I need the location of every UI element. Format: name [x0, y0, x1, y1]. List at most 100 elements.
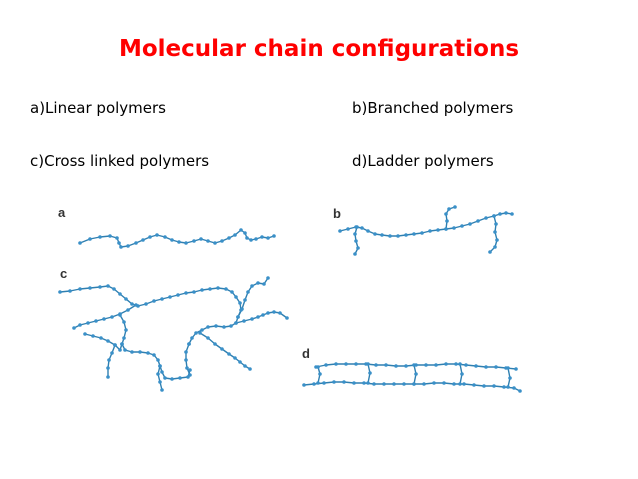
- monomer-bead: [318, 372, 322, 376]
- monomer-bead: [380, 233, 384, 237]
- monomer-bead: [240, 307, 244, 311]
- monomer-bead: [512, 386, 516, 390]
- monomer-bead: [514, 367, 518, 371]
- network-chain-10: [157, 365, 163, 391]
- monomer-bead: [118, 348, 122, 352]
- monomer-bead: [185, 366, 189, 370]
- monomer-bead: [256, 281, 260, 285]
- branched-polymer-chain: [339, 206, 513, 255]
- monomer-bead: [366, 229, 370, 233]
- monomer-bead: [115, 236, 119, 240]
- monomer-bead: [250, 317, 254, 321]
- monomer-bead: [353, 252, 357, 256]
- monomer-bead: [428, 229, 432, 233]
- monomer-bead: [138, 350, 142, 354]
- monomer-bead: [488, 250, 492, 254]
- monomer-bead: [233, 233, 237, 237]
- monomer-bead: [123, 348, 127, 352]
- monomer-bead: [78, 287, 82, 291]
- monomer-bead: [508, 376, 512, 380]
- monomer-bead: [106, 375, 110, 379]
- monomer-bead: [198, 331, 202, 335]
- monomer-bead: [412, 363, 416, 367]
- monomer-bead: [234, 295, 238, 299]
- monomer-bead: [260, 235, 264, 239]
- monomer-bead: [322, 381, 326, 385]
- monomer-bead: [494, 222, 498, 226]
- monomer-bead: [134, 241, 138, 245]
- monomer-bead: [504, 211, 508, 215]
- monomer-bead: [110, 351, 114, 355]
- monomer-bead: [199, 237, 203, 241]
- monomer-bead: [155, 233, 159, 237]
- diagram-label-a: a: [58, 205, 66, 220]
- monomer-bead: [374, 363, 378, 367]
- monomer-bead: [126, 244, 130, 248]
- monomer-bead: [278, 311, 282, 315]
- monomer-bead: [445, 219, 449, 223]
- monomer-bead: [492, 384, 496, 388]
- monomer-bead: [192, 290, 196, 294]
- monomer-bead: [355, 225, 359, 229]
- monomer-bead: [366, 362, 370, 366]
- monomer-bead: [302, 383, 306, 387]
- monomer-bead: [120, 342, 124, 346]
- monomer-bead: [227, 236, 231, 240]
- monomer-bead: [160, 370, 164, 374]
- ladder-polymer-chain: [303, 363, 521, 392]
- monomer-bead: [353, 232, 357, 236]
- monomer-bead: [384, 363, 388, 367]
- monomer-bead: [184, 241, 188, 245]
- item-branched-polymers: b)Branched polymers: [352, 99, 514, 117]
- monomer-bead: [256, 315, 260, 319]
- monomer-bead: [206, 325, 210, 329]
- monomer-bead: [338, 229, 342, 233]
- monomer-bead: [126, 308, 130, 312]
- monomer-bead: [394, 364, 398, 368]
- monomer-bead: [261, 313, 265, 317]
- monomer-bead: [242, 319, 246, 323]
- monomer-bead: [243, 298, 247, 302]
- monomer-bead: [248, 367, 252, 371]
- monomer-bead: [233, 356, 237, 360]
- monomer-bead: [452, 382, 456, 386]
- monomer-bead: [453, 205, 457, 209]
- monomer-bead: [124, 328, 128, 332]
- monomer-bead: [316, 381, 320, 385]
- monomer-bead: [250, 284, 254, 288]
- monomer-bead: [482, 384, 486, 388]
- monomer-bead: [110, 315, 114, 319]
- monomer-bead: [502, 385, 506, 389]
- monomer-bead: [243, 231, 247, 235]
- monomer-bead: [246, 290, 250, 294]
- monomer-bead: [222, 325, 226, 329]
- monomer-bead: [130, 302, 134, 306]
- monomer-bead: [420, 231, 424, 235]
- network-chain-4: [119, 314, 191, 380]
- monomer-bead: [99, 336, 103, 340]
- monomer-bead: [346, 227, 350, 231]
- monomer-bead: [230, 290, 234, 294]
- monomer-bead: [68, 289, 72, 293]
- monomer-bead: [134, 303, 138, 307]
- monomer-bead: [190, 336, 194, 340]
- monomer-bead: [262, 282, 266, 286]
- monomer-bead: [352, 381, 356, 385]
- monomer-bead: [454, 362, 458, 366]
- monomer-bead: [249, 238, 253, 242]
- monomer-bead: [368, 371, 372, 375]
- monomer-bead: [432, 381, 436, 385]
- monomer-bead: [200, 328, 204, 332]
- item-linear-polymers: a)Linear polymers: [30, 99, 166, 117]
- monomer-bead: [72, 326, 76, 330]
- monomer-bead: [206, 239, 210, 243]
- monomer-bead: [106, 284, 110, 288]
- monomer-bead: [414, 372, 418, 376]
- monomer-bead: [117, 241, 121, 245]
- monomer-bead: [170, 238, 174, 242]
- network-chain-3: [73, 304, 137, 329]
- item-cross-linked-polymers: c)Cross linked polymers: [30, 152, 210, 170]
- monomer-bead: [458, 382, 462, 386]
- monomer-bead: [334, 362, 338, 366]
